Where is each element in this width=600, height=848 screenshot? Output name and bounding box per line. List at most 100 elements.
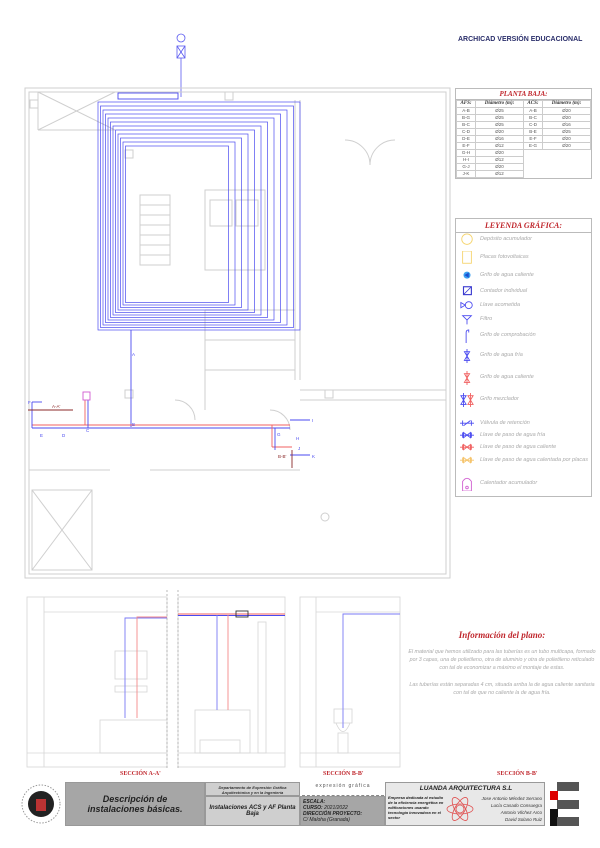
node-label-e: E: [40, 433, 43, 438]
cold-water-pipe-loops: [97, 101, 301, 331]
sheet-title: Instalaciones ACS y AF Planta Baja: [209, 805, 296, 817]
cut-label-bb: B-B': [278, 454, 287, 459]
table-cell: Ø12: [475, 142, 524, 150]
software-watermark: ARCHICAD VERSIÓN EDUCACIONAL: [458, 36, 583, 43]
table-header-cell: AFS:: [455, 100, 477, 108]
filter-icon: [461, 315, 473, 325]
table-cell: E-F: [522, 135, 544, 143]
pipe-loop: [120, 137, 242, 308]
section-label-aa: SECCIÓN A-A': [120, 771, 161, 777]
pipe-loop: [100, 105, 294, 328]
direction-label: DIRECCIÓN PROYECTO:: [303, 811, 363, 817]
mixer-tap-icon: [460, 393, 474, 407]
table-cell: J-K: [455, 170, 477, 178]
table-cell: [543, 171, 591, 178]
pipe-loop: [122, 141, 236, 306]
main-pipes: [28, 92, 310, 468]
pipe-loop: [117, 133, 249, 311]
author-name: David Solano Ruiz: [504, 817, 542, 822]
hot-tap-red-icon: [463, 371, 471, 385]
table-cell: Ø20: [542, 142, 591, 150]
author-name: Jose Antonio Méndez Serrano: [481, 796, 542, 801]
section-drawings: [26, 590, 401, 770]
node-label-f: F: [28, 400, 31, 405]
table-cell: Ø25: [475, 121, 524, 129]
subject-box: Descripción de instalaciones básicas.: [65, 782, 205, 826]
table-cell: Ø20: [542, 114, 591, 122]
table-cell: C-D: [522, 121, 544, 129]
table-title: PLANTA BAJA:: [456, 89, 591, 100]
table-header-cell: Diámetro (m):: [542, 100, 591, 108]
scale-label: ESCALA:: [303, 799, 326, 805]
node-label-d: D: [62, 433, 66, 438]
pipe-loop: [107, 117, 275, 321]
department-name: Departamento de Expresión Gráfica Arquit…: [205, 782, 300, 796]
project-info-box: ESCALA: CURSO: 2021/2022 DIRECCIÓN PROYE…: [300, 796, 385, 826]
expresion-grafica-logo: expresión gráfica: [302, 783, 384, 796]
sheet-box: Instalaciones ACS y AF Planta Baja: [205, 796, 300, 826]
legend-item-label: Llave acometida: [480, 302, 521, 308]
node-label-c: C: [86, 428, 90, 433]
table-cell: E-F: [455, 142, 477, 150]
legend-item-label: Grifo de agua caliente: [480, 272, 534, 278]
plan-info: Información del plano: El material que h…: [408, 630, 596, 706]
table-cell: B-E: [522, 128, 544, 136]
cold-stop-valve-icon: [460, 431, 474, 439]
legend-item-label: Válvula de retención: [480, 420, 530, 426]
subject-title: Descripción de instalaciones básicas.: [87, 794, 183, 814]
table-cell: Ø20: [475, 163, 524, 171]
pipe-loop: [97, 101, 301, 331]
meter-icon: [462, 286, 472, 296]
table-cell: Ø20: [475, 149, 524, 157]
table-cell: A-B: [522, 107, 544, 115]
info-title: Información del plano:: [458, 630, 546, 640]
legend-item-label: Grifo de comprobación: [480, 332, 536, 338]
table-cell: Ø20: [542, 135, 591, 143]
table-cell: B-C: [522, 114, 544, 122]
node-label-i: I: [312, 418, 313, 423]
table-cell: Ø16: [542, 121, 591, 129]
table-cell: [523, 157, 542, 164]
table-cell: C-D: [455, 128, 477, 136]
table-cell: G-H: [455, 149, 477, 157]
table-cell: A-B: [455, 107, 477, 115]
walls: [24, 87, 451, 579]
legend-item-label: Llave de paso de agua calentada por plac…: [480, 457, 588, 463]
table-cell: B-C: [455, 121, 477, 129]
test-tap-icon: [465, 329, 470, 343]
pipe-loop: [110, 121, 268, 318]
table-cell: [523, 171, 542, 178]
author-name: Antonio Vilchez Arco: [500, 810, 542, 815]
legend-item-label: Grifo de agua caliente: [480, 374, 534, 380]
table-cell: B-G: [455, 114, 477, 122]
table-cell: D-E: [455, 135, 477, 143]
course-value: 2021/2022: [324, 805, 348, 811]
table-cell: [543, 150, 591, 157]
legend-item-label: Grifo de agua fría: [480, 352, 523, 358]
company-atom-logo: [446, 797, 474, 821]
university-seal-logo: [21, 784, 61, 824]
table-cell: E-G: [522, 142, 544, 150]
water-heater-icon: [462, 477, 472, 491]
table-header-cell: ACS:: [522, 100, 544, 108]
info-paragraph-1: El material que hemos utilizado para las…: [408, 649, 596, 671]
section-label-bb: SECCIÓN B-B': [323, 771, 364, 777]
table-cell: Ø12: [475, 156, 524, 164]
legend-item-label: Llave de paso de agua fría: [480, 432, 546, 438]
legend-item-label: Llave de paso de agua caliente: [480, 444, 557, 450]
table-cell: G-J: [455, 163, 477, 171]
table-cell: Ø12: [475, 170, 524, 178]
company-description: Empresa dedicada al estudio de la eficie…: [388, 795, 444, 820]
pipe-diameter-table: PLANTA BAJA: AFS:Diámetro (m):ACS:Diámet…: [455, 88, 592, 179]
table-cell: Ø20: [475, 128, 524, 136]
